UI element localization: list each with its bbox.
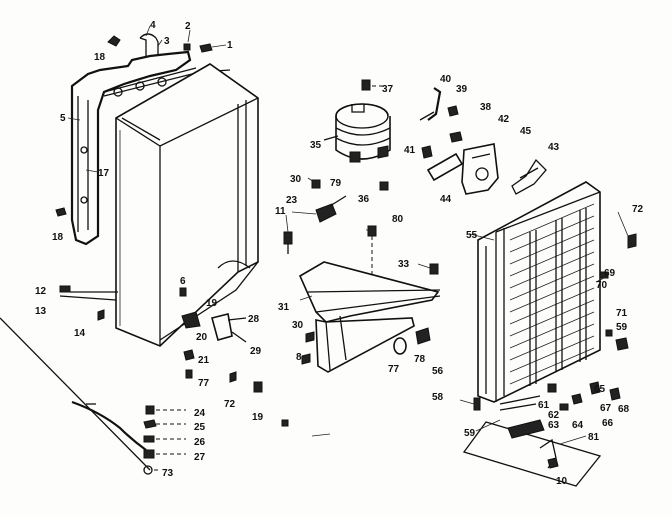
label-19a: 19 <box>206 298 218 309</box>
label-2: 2 <box>185 21 191 32</box>
label-55: 55 <box>466 230 478 241</box>
hardware-set <box>71 400 331 475</box>
label-41: 41 <box>404 145 416 156</box>
label-25: 25 <box>194 422 206 433</box>
label-21: 21 <box>198 355 210 366</box>
label-30a: 30 <box>290 174 302 185</box>
label-20: 20 <box>196 332 208 343</box>
label-23: 23 <box>286 195 298 206</box>
label-73: 73 <box>162 468 174 479</box>
label-61: 61 <box>538 400 550 411</box>
part-labels: 1 2 3 4 18 5 17 18 12 13 14 6 19 20 28 2… <box>35 20 644 487</box>
label-56: 56 <box>432 366 444 377</box>
label-42: 42 <box>498 114 510 125</box>
label-64: 64 <box>572 420 584 431</box>
label-4: 4 <box>150 20 156 31</box>
label-14: 14 <box>74 328 86 339</box>
label-80: 80 <box>392 214 404 225</box>
label-31: 31 <box>278 302 290 313</box>
label-70: 70 <box>596 280 608 291</box>
label-29: 29 <box>250 346 262 357</box>
label-62: 62 <box>548 410 560 421</box>
label-65: 65 <box>594 384 606 395</box>
label-77b: 77 <box>388 364 400 375</box>
label-28: 28 <box>248 314 260 325</box>
label-18b: 18 <box>52 232 64 243</box>
label-8: 8 <box>296 352 302 363</box>
mounting-base <box>298 261 441 373</box>
label-44: 44 <box>440 194 452 205</box>
label-18a: 18 <box>94 52 106 63</box>
label-24: 24 <box>194 408 206 419</box>
label-38: 38 <box>480 102 492 113</box>
label-6: 6 <box>180 276 186 287</box>
label-10: 10 <box>556 476 568 487</box>
label-81: 81 <box>588 432 600 443</box>
label-67: 67 <box>600 403 612 414</box>
cabinet-box <box>59 63 259 347</box>
label-71: 71 <box>616 308 628 319</box>
corner-line <box>0 317 151 471</box>
label-40: 40 <box>440 74 452 85</box>
left-small-parts <box>55 35 263 393</box>
label-72a: 72 <box>224 399 236 410</box>
label-3: 3 <box>164 36 170 47</box>
label-35: 35 <box>310 140 322 151</box>
condenser-fittings <box>462 381 621 487</box>
label-37: 37 <box>382 84 394 95</box>
condenser <box>477 181 637 403</box>
label-79: 79 <box>330 178 342 189</box>
label-19b: 19 <box>252 412 264 423</box>
label-39: 39 <box>456 84 468 95</box>
label-17: 17 <box>98 168 110 179</box>
label-5: 5 <box>60 113 66 124</box>
label-68: 68 <box>618 404 630 415</box>
label-12: 12 <box>35 286 47 297</box>
label-36: 36 <box>358 194 370 205</box>
label-30b: 30 <box>292 320 304 331</box>
label-72b: 72 <box>632 204 644 215</box>
label-1: 1 <box>227 40 233 51</box>
label-78: 78 <box>414 354 426 365</box>
label-66: 66 <box>602 418 614 429</box>
label-77a: 77 <box>198 378 210 389</box>
label-43: 43 <box>548 142 560 153</box>
leader-lines <box>67 25 629 445</box>
label-13: 13 <box>35 306 47 317</box>
relay-parts <box>419 87 547 195</box>
label-33: 33 <box>398 259 410 270</box>
label-26: 26 <box>194 437 206 448</box>
label-27: 27 <box>194 452 206 463</box>
label-11: 11 <box>275 206 286 217</box>
compressor <box>323 79 391 191</box>
label-59b: 59 <box>464 428 476 439</box>
label-58: 58 <box>432 392 444 403</box>
label-45: 45 <box>520 126 532 137</box>
label-59a: 59 <box>616 322 628 333</box>
label-63: 63 <box>548 420 560 431</box>
label-69: 69 <box>604 268 616 279</box>
